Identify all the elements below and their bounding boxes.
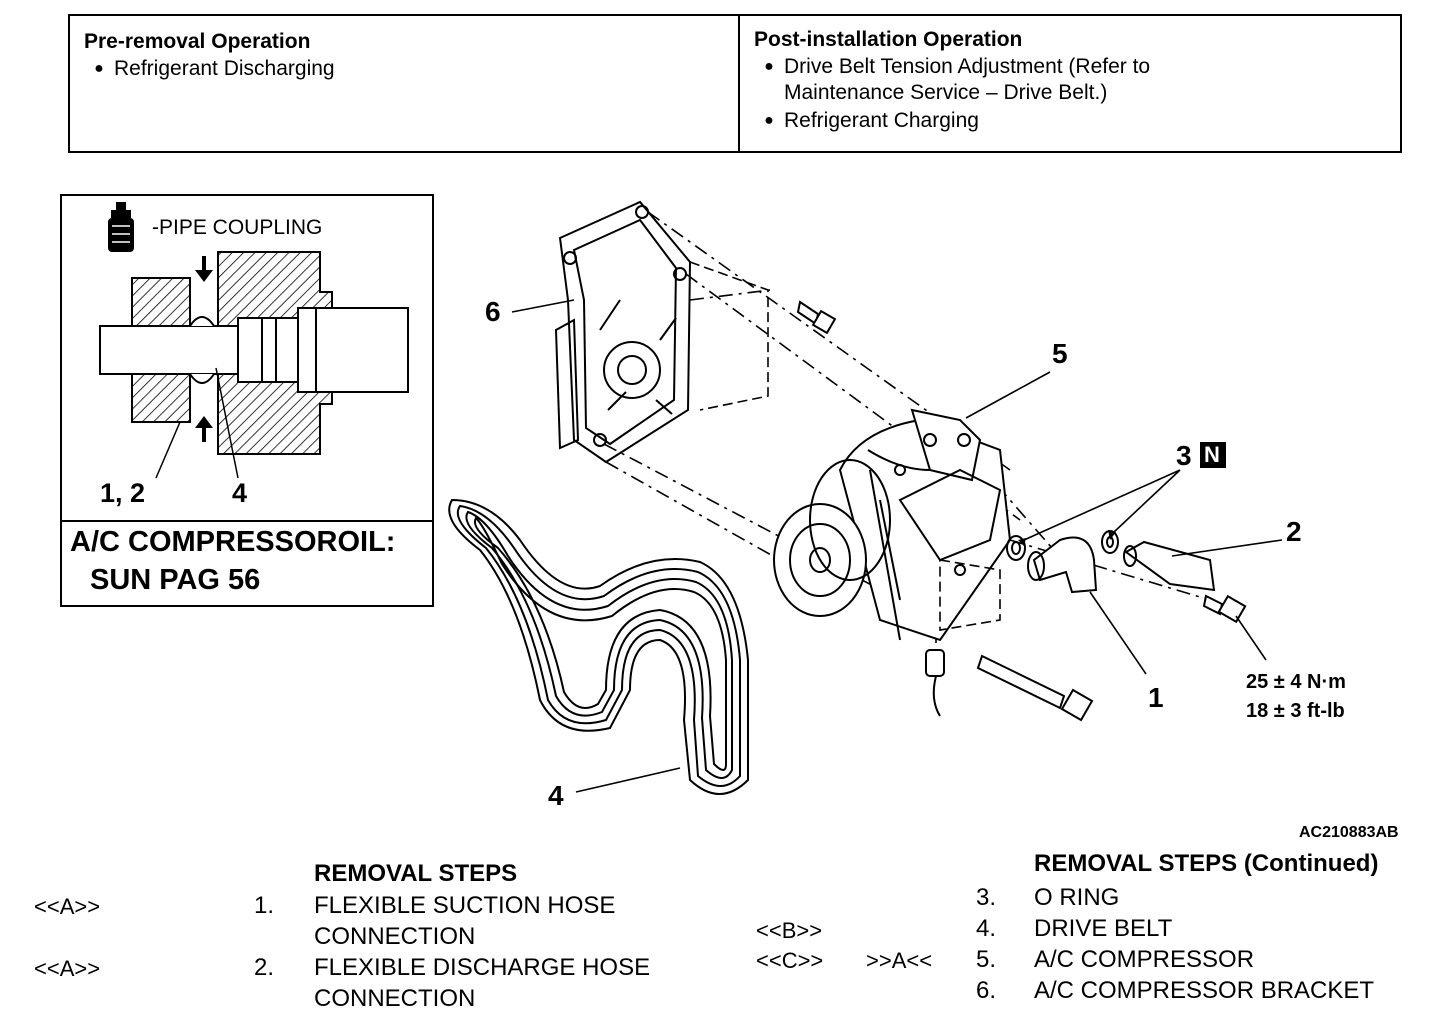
arrow-up-icon bbox=[195, 416, 213, 442]
label-2: 2 bbox=[1286, 516, 1302, 547]
step-text: FLEXIBLE DISCHARGE HOSE CONNECTION bbox=[314, 952, 650, 1014]
service-code: <<A>> bbox=[34, 894, 101, 919]
service-code: <<B>> bbox=[756, 918, 823, 943]
oil-can-icon bbox=[108, 202, 134, 252]
step-number: 4. bbox=[976, 915, 997, 942]
compressor-bracket bbox=[554, 200, 692, 464]
label-5: 5 bbox=[1052, 338, 1068, 369]
step-text: DRIVE BELT bbox=[1034, 915, 1173, 942]
post-item-line: Refrigerant Charging bbox=[784, 109, 979, 132]
label-4: 4 bbox=[548, 780, 564, 811]
post-installation-heading: Post-installation Operation bbox=[754, 28, 1023, 51]
pipe-coupling-inset: -PIPE COUPLING 1, 2 4 A/C COMPRESSOROIL:… bbox=[60, 194, 434, 607]
hose-bolt bbox=[1202, 594, 1247, 624]
oil-spec-line2: SUN PAG 56 bbox=[90, 564, 261, 596]
discharge-hose-fitting bbox=[1123, 540, 1216, 592]
pre-removal-heading: Pre-removal Operation bbox=[84, 30, 311, 53]
post-installation-column: Post-installation Operation ● Drive Belt… bbox=[740, 16, 1400, 151]
post-installation-item: ● Drive Belt Tension Adjustment (Refer t… bbox=[754, 54, 1388, 106]
arrow-down-icon bbox=[195, 256, 213, 282]
new-part-badge bbox=[1200, 442, 1226, 468]
step-number: 3. bbox=[976, 884, 997, 911]
new-part-badge-text: N bbox=[1204, 442, 1220, 467]
step-number: 5. bbox=[976, 946, 997, 973]
torque-spec: 25 ± 4 N·m 18 ± 3 ft-lb bbox=[1246, 668, 1346, 726]
compressor-long-bolt bbox=[976, 654, 1094, 722]
post-installation-item: ● Refrigerant Charging bbox=[754, 108, 1388, 134]
bracket-bolt bbox=[796, 300, 837, 335]
connector bbox=[925, 649, 945, 677]
step-number: 6. bbox=[976, 977, 997, 1004]
post-item-line: Maintenance Service – Drive Belt.) bbox=[784, 81, 1108, 104]
pre-removal-item: ● Refrigerant Discharging bbox=[84, 56, 726, 82]
suction-hose-fitting bbox=[1027, 536, 1098, 594]
bullet-icon: ● bbox=[94, 60, 104, 77]
operations-table: Pre-removal Operation ● Refrigerant Disc… bbox=[68, 14, 1402, 153]
o-ring bbox=[1006, 535, 1026, 561]
inset-divider bbox=[62, 520, 432, 522]
step-number: 2. bbox=[254, 954, 275, 981]
drive-belt bbox=[448, 498, 749, 795]
service-code: <<C>> bbox=[756, 948, 824, 973]
figure-code: AC210883AB bbox=[1299, 824, 1399, 841]
pipe-coupling-label: -PIPE COUPLING bbox=[152, 216, 323, 239]
removal-steps-heading: REMOVAL STEPS bbox=[314, 860, 518, 887]
bullet-icon: ● bbox=[764, 58, 774, 75]
label-1: 1 bbox=[1148, 682, 1164, 713]
label-3: 3 bbox=[1176, 440, 1192, 471]
torque-nm: 25 ± 4 N·m bbox=[1246, 671, 1346, 693]
bullet-icon: ● bbox=[764, 112, 774, 129]
pre-removal-column: Pre-removal Operation ● Refrigerant Disc… bbox=[70, 16, 740, 151]
removal-steps-continued-heading: REMOVAL STEPS (Continued) bbox=[1034, 850, 1379, 877]
step-text: O RING bbox=[1034, 884, 1120, 911]
post-item-line: Drive Belt Tension Adjustment (Refer to bbox=[784, 55, 1151, 78]
oil-spec-line1: A/C COMPRESSOROIL: bbox=[70, 526, 396, 558]
step-text: A/C COMPRESSOR BRACKET bbox=[1034, 977, 1375, 1004]
service-code: <<A>> bbox=[34, 956, 101, 981]
label-6: 6 bbox=[485, 296, 501, 327]
step-text: FLEXIBLE SUCTION HOSE CONNECTION bbox=[314, 890, 615, 952]
step-line: FLEXIBLE DISCHARGE HOSE bbox=[314, 954, 651, 981]
label-4-inset: 4 bbox=[232, 478, 248, 508]
label-1-2: 1, 2 bbox=[100, 478, 146, 508]
pre-removal-item-text: Refrigerant Discharging bbox=[114, 57, 335, 80]
step-line: FLEXIBLE SUCTION HOSE bbox=[314, 892, 616, 919]
torque-ftlb: 18 ± 3 ft-lb bbox=[1246, 700, 1345, 722]
step-line: CONNECTION bbox=[314, 923, 476, 950]
install-code: >>A<< bbox=[866, 948, 933, 973]
step-text: A/C COMPRESSOR bbox=[1034, 946, 1255, 973]
ac-compressor bbox=[773, 408, 1012, 642]
step-line: CONNECTION bbox=[314, 985, 476, 1012]
pipe-coupling-drawing bbox=[99, 202, 409, 479]
step-number: 1. bbox=[254, 892, 275, 919]
